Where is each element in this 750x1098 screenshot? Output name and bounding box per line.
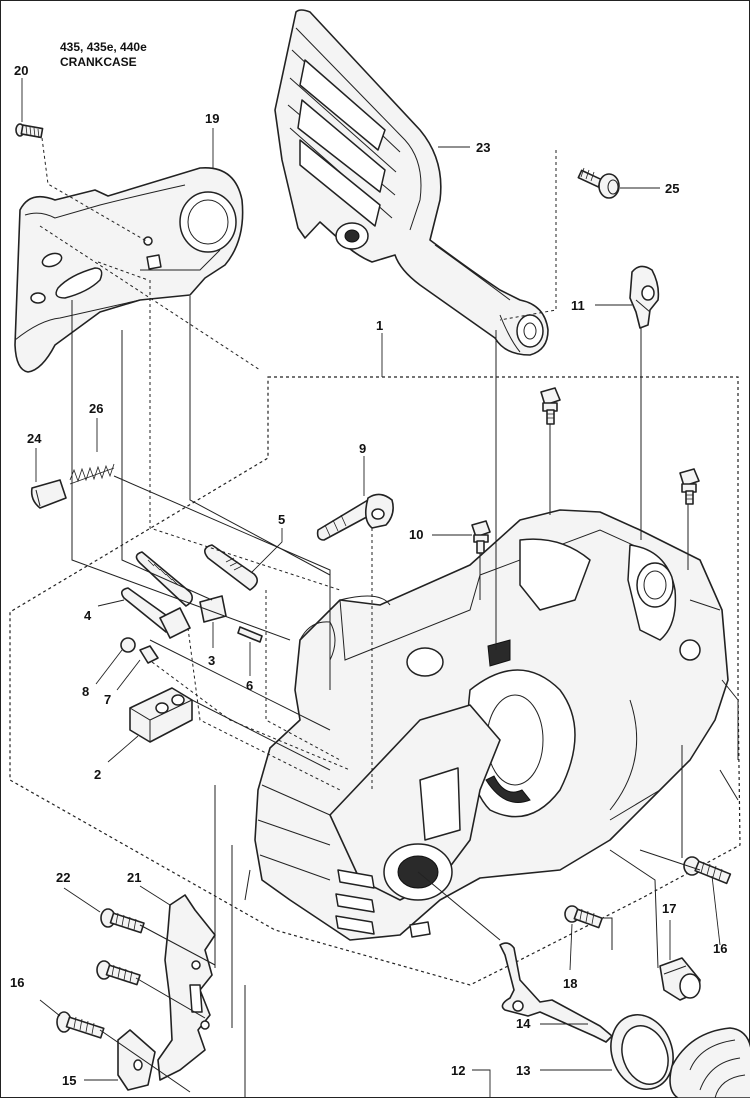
model-list: 435, 435e, 440e [60,40,147,54]
callout-17: 17 [662,901,676,916]
part-26-spring [69,463,115,485]
part-22-screw-lower [96,960,141,986]
callout-18: 18 [563,976,577,991]
part-15-plate [117,1029,156,1091]
part-9-oil-pipe [316,493,394,541]
part-25-bushing-screw [577,167,620,199]
diagram-title: CRANKCASE [60,55,137,69]
casing-bolt-right [679,468,700,505]
part-14-hose-connector [499,942,613,1043]
part-21-bumper-spike [157,894,216,1081]
callout-12: 12 [451,1063,465,1078]
callout-3: 3 [208,653,215,668]
part-24-pad [30,479,67,509]
callout-19: 19 [205,111,219,126]
callout-2: 2 [94,767,101,782]
part-6-small-pin [237,626,263,643]
callout-labels: 1 2 3 4 5 6 7 8 9 10 11 12 13 14 15 16 1… [10,63,727,1088]
callout-16-right: 16 [713,941,727,956]
casing-bolt-upper [540,387,561,425]
part-3-square-nut [199,595,227,623]
callout-21: 21 [127,870,141,885]
callout-24: 24 [27,431,42,446]
callout-9: 9 [359,441,366,456]
part-5-pin [204,544,258,591]
callout-20: 20 [14,63,28,78]
callout-15: 15 [62,1073,76,1088]
part-17-plug [659,957,701,1001]
part-23-chain-brake-handle [274,9,549,356]
part-13-seal-ring [610,1014,674,1090]
part-19-side-cover-plate [14,167,244,373]
callout-6: 6 [246,678,253,693]
crankcase-housing [254,509,729,941]
part-8-washer [120,637,136,653]
part-4-pin [120,587,191,639]
part-16-screw-left [56,1011,105,1039]
part-10-bolt [471,520,491,554]
callout-22: 22 [56,870,70,885]
callout-26: 26 [89,401,103,416]
callout-4: 4 [84,608,92,623]
callout-16-left: 16 [10,975,24,990]
callout-7: 7 [104,692,111,707]
crankcase-assembly-boundary [9,376,741,986]
assembly-lines [39,137,739,1098]
part-2-block [129,687,193,743]
callout-11: 11 [571,298,585,313]
leader-lines [21,78,721,1098]
callout-8: 8 [82,684,89,699]
callout-1: 1 [376,318,383,333]
part-7-screw [139,645,159,664]
callout-25: 25 [665,181,679,196]
callout-14: 14 [516,1016,531,1031]
callout-13: 13 [516,1063,530,1078]
part-16-screw-right [683,856,732,885]
fuel-cap [669,1027,750,1098]
callout-5: 5 [278,512,285,527]
callout-23: 23 [476,140,490,155]
part-18-screw [564,905,603,929]
part-22-screw-upper [100,908,145,934]
callout-10: 10 [409,527,423,542]
part-11-connector [629,265,660,329]
part-20-screw [15,123,44,139]
